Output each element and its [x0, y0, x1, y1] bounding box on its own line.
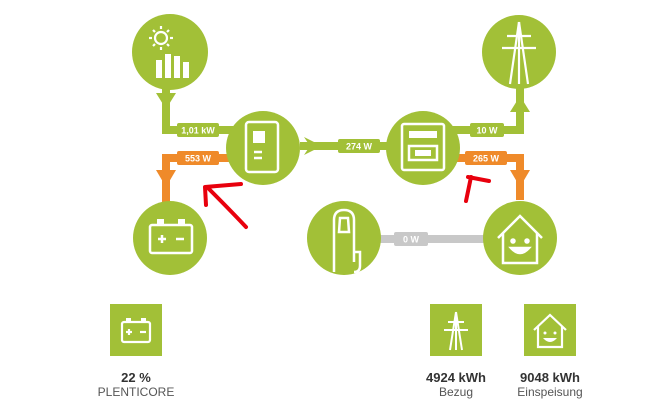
grid-import-summary: 4924 kWh Bezug	[401, 370, 511, 399]
grid-export-summary: 9048 kWh Einspeisung	[495, 370, 605, 399]
flow-label-meter: 274 W	[346, 142, 373, 152]
battery-summary-tile[interactable]	[110, 304, 162, 356]
power-pylon-icon	[502, 21, 536, 85]
home-icon	[533, 313, 567, 349]
solar-panel-icon	[149, 26, 173, 50]
flow-label-home: 265 W	[473, 154, 500, 164]
battery-summary: 22 % PLENTICORE	[81, 370, 191, 399]
annotation-arrow-left	[203, 182, 248, 229]
flow-label-grid: 10 W	[476, 126, 498, 136]
grid-import-value: 4924 kWh	[426, 370, 486, 385]
grid-node[interactable]	[482, 15, 556, 89]
power-pylon-icon	[444, 311, 468, 351]
energy-meter-icon	[400, 122, 446, 172]
annotation-arrow-right	[464, 175, 491, 203]
flow-label-solar: 1,01 kW	[181, 126, 215, 136]
grid-export-tile[interactable]	[524, 304, 576, 356]
grid-export-value: 9048 kWh	[520, 370, 580, 385]
grid-import-tile[interactable]	[430, 304, 482, 356]
home-icon	[497, 214, 543, 265]
battery-label: PLENTICORE	[97, 385, 175, 399]
grid-import-label: Bezug	[438, 385, 474, 399]
flow-label-charger: 0 W	[403, 235, 420, 245]
inverter-to-meter-flow: 274 W	[300, 137, 390, 155]
inverter-icon	[244, 120, 280, 174]
meter-to-grid-flow: 10 W	[452, 86, 530, 137]
ev-charger-node[interactable]	[307, 201, 381, 275]
battery-node[interactable]	[133, 201, 207, 275]
ev-charger-icon	[332, 208, 362, 274]
grid-export-label: Einspeisung	[517, 385, 583, 399]
charger-to-home-flow: 0 W	[370, 232, 490, 246]
solar-node[interactable]	[132, 14, 208, 90]
inverter-node[interactable]	[226, 111, 300, 185]
solar-to-inverter-flow: 1,01 kW	[156, 82, 234, 137]
solar-bars-icon	[156, 54, 189, 78]
flow-label-battery: 553 W	[185, 154, 212, 164]
battery-icon	[120, 318, 152, 344]
meter-node[interactable]	[386, 111, 460, 185]
meter-to-home-flow: 265 W	[452, 151, 530, 200]
battery-percentage: 22 %	[121, 370, 151, 385]
battery-icon	[148, 219, 194, 255]
home-node[interactable]	[483, 201, 557, 275]
battery-to-inverter-flow: 553 W	[156, 151, 234, 202]
